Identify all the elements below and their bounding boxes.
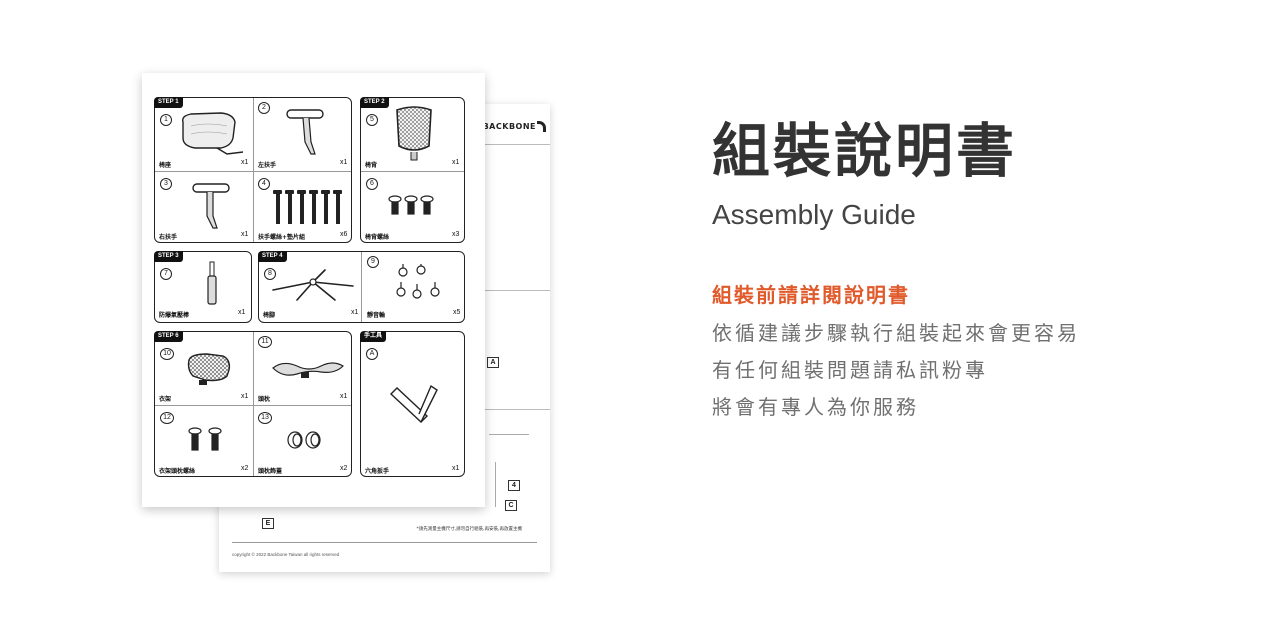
casters-icon <box>396 264 440 299</box>
part-qty: x1 <box>452 159 460 166</box>
part-qty: x2 <box>241 465 249 472</box>
page-title: 組裝說明書 <box>712 117 1018 185</box>
diagram-line <box>489 434 529 435</box>
part-number: 1 <box>160 114 172 126</box>
divider <box>361 252 362 322</box>
left-armrest-icon <box>286 109 324 155</box>
part-name: 頭枕飾蓋 <box>258 468 283 475</box>
backrest-screws-icon <box>388 195 434 215</box>
part-number: 9 <box>367 256 379 268</box>
seat-icon <box>181 112 244 155</box>
part-qty: x1 <box>340 393 348 400</box>
part-name: 椅腳 <box>263 312 276 319</box>
part-name: 衣架頭枕螺絲 <box>159 468 196 475</box>
part-qty: x3 <box>452 231 460 238</box>
part-qty: x1 <box>241 393 249 400</box>
part-number: 6 <box>366 178 378 190</box>
backrest-icon <box>396 106 432 161</box>
step-tag: STEP 3 <box>154 251 183 262</box>
divider <box>155 171 351 172</box>
part-qty: x1 <box>238 309 246 316</box>
part-qty: x1 <box>241 231 249 238</box>
part-number: A <box>366 348 378 360</box>
part-name: 椅背螺絲 <box>365 234 390 241</box>
part-number: 11 <box>258 336 272 348</box>
divider <box>253 332 254 476</box>
part-qty: x1 <box>340 159 348 166</box>
back-note: *請先測量主機尺寸,請勿自行組裝,再安裝,再放置主機 <box>416 527 522 532</box>
tools-box: 手工具 A 六角扳手 x1 <box>360 331 465 477</box>
part-name: 扶手螺絲+墊片組 <box>258 234 306 241</box>
part-number: 5 <box>366 114 378 126</box>
part-name: 頭枕 <box>258 396 271 403</box>
copyright: copyright © 2022 Backbone Taiwan all rig… <box>232 552 340 557</box>
step-tag: STEP 4 <box>258 251 287 262</box>
diagram-label: A <box>487 357 499 368</box>
page-subtitle: Assembly Guide <box>712 199 916 230</box>
part-name: 防爆氣壓棒 <box>159 312 190 319</box>
highlight-text: 組裝前請詳閱說明書 <box>712 283 910 307</box>
part-qty: x6 <box>340 231 348 238</box>
part-name: 右扶手 <box>159 234 178 241</box>
hanger-screws-icon <box>188 427 222 451</box>
armrest-screws-icon <box>273 190 342 224</box>
gas-lift-icon <box>207 261 217 305</box>
step-6-box: STEP 6 10 衣架 x1 11 頭枕 x1 12 <box>154 331 352 477</box>
divider <box>155 405 351 406</box>
brand-logo-icon <box>537 121 546 132</box>
step-1-box: STEP 1 1 椅座 x1 2 左扶手 x1 3 右扶手 x1 4 <box>154 97 352 243</box>
part-number: 8 <box>264 268 276 280</box>
body-text-line: 將會有專人為你服務 <box>712 395 919 419</box>
part-qty: x2 <box>340 465 348 472</box>
part-number: 2 <box>258 102 270 114</box>
manual-front-page: STEP 1 1 椅座 x1 2 左扶手 x1 3 右扶手 x1 4 <box>142 73 485 507</box>
part-name: 椅背 <box>365 162 378 169</box>
step-tag: STEP 1 <box>154 97 183 108</box>
part-number: 7 <box>160 268 172 280</box>
part-qty: x1 <box>351 309 359 316</box>
divider <box>361 171 464 172</box>
part-name: 椅座 <box>159 162 172 169</box>
diagram-label: E <box>262 518 274 529</box>
part-qty: x1 <box>452 465 460 472</box>
part-number: 3 <box>160 178 172 190</box>
chair-base-icon <box>272 269 354 301</box>
hex-key-icon <box>389 384 438 423</box>
part-number: 10 <box>160 348 174 360</box>
headrest-covers-icon <box>287 431 321 449</box>
step-4-box: STEP 4 8 椅腳 x1 9 靜音輪 <box>258 251 465 323</box>
hanger-icon <box>187 353 231 385</box>
diagram-label: C <box>505 500 517 511</box>
part-qty: x5 <box>453 309 461 316</box>
part-number: 13 <box>258 412 272 424</box>
part-name: 左扶手 <box>258 162 277 169</box>
step-tag: STEP 6 <box>154 331 183 342</box>
part-number: 12 <box>160 412 174 424</box>
right-armrest-icon <box>192 183 230 229</box>
diagram-line <box>495 462 496 507</box>
step-3-box: STEP 3 7 防爆氣壓棒 x1 <box>154 251 252 323</box>
divider <box>253 98 254 242</box>
back-rule <box>232 542 537 543</box>
step-2-box: STEP 2 5 椅背 x1 6 椅背螺絲 x3 <box>360 97 465 243</box>
step-tag: 手工具 <box>360 331 387 342</box>
step-tag: STEP 2 <box>360 97 389 108</box>
brand-logo-text: BACKBONE <box>482 122 536 131</box>
part-qty: x1 <box>241 159 249 166</box>
diagram-label: 4 <box>508 480 520 491</box>
headrest-icon <box>272 362 344 378</box>
part-name: 衣架 <box>159 396 172 403</box>
part-number: 4 <box>258 178 270 190</box>
body-text-line: 依循建議步驟執行組裝起來會更容易 <box>712 321 1080 345</box>
part-name: 靜音輪 <box>367 312 386 319</box>
part-name: 六角扳手 <box>365 468 390 475</box>
body-text-line: 有任何組裝問題請私訊粉專 <box>712 358 988 382</box>
